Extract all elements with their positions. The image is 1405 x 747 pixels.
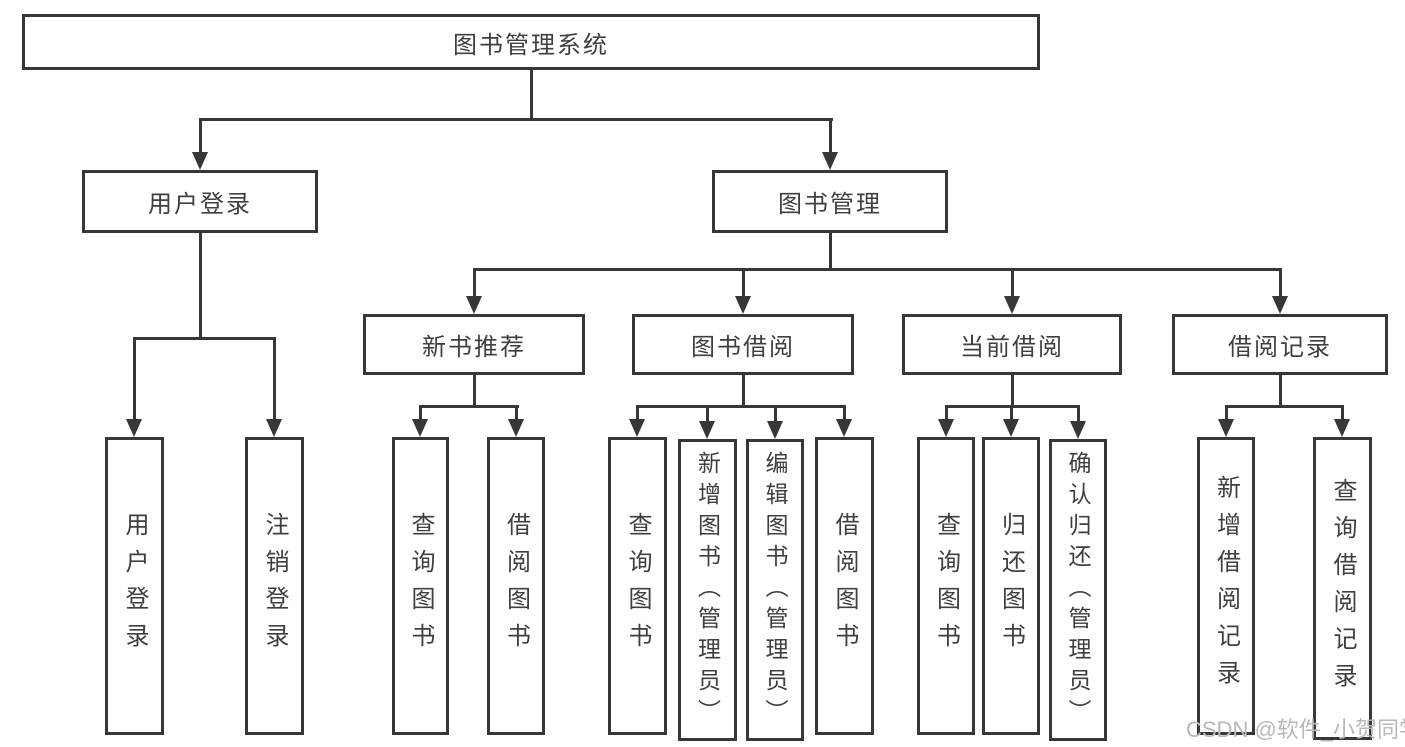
- edge-line: [1279, 375, 1282, 408]
- leaf-label: 新增图书（管理员）: [694, 450, 721, 730]
- edge-line: [1011, 375, 1014, 408]
- leaf-edit-books-admin: 编辑图书（管理员）: [746, 439, 804, 741]
- leaf-label: 借阅图书: [502, 512, 530, 660]
- leaf-add-borrow-record: 新增借阅记录: [1197, 437, 1255, 735]
- arrow-down-icon: [266, 419, 282, 437]
- leaf-label: 用户登录: [121, 512, 148, 660]
- node-book-management: 图书管理: [712, 170, 948, 233]
- node-label: 借阅记录: [1228, 334, 1332, 361]
- arrow-down-icon: [508, 419, 524, 437]
- node-book-borrowing: 图书借阅: [632, 314, 854, 375]
- edge-line: [133, 339, 136, 421]
- leaf-query-books: 查询图书: [917, 437, 975, 735]
- arrow-down-icon: [699, 421, 715, 439]
- leaf-label: 编辑图书（管理员）: [762, 450, 788, 730]
- edge-line: [530, 69, 533, 120]
- node-label: 图书借阅: [691, 334, 795, 361]
- watermark: CSDN @软件_小贺同学: [1186, 717, 1405, 742]
- edge-line: [1225, 407, 1228, 421]
- arrow-down-icon: [1334, 419, 1350, 437]
- arrow-down-icon: [938, 419, 954, 437]
- node-label: 当前借阅: [960, 334, 1064, 361]
- edge-line: [1341, 407, 1344, 421]
- arrow-down-icon: [126, 419, 142, 437]
- arrow-down-icon: [466, 296, 482, 314]
- node-new-book-recommendation: 新书推荐: [363, 314, 585, 375]
- edge-line: [742, 375, 745, 408]
- leaf-query-books: 查询图书: [392, 437, 449, 735]
- edge-line: [473, 270, 476, 298]
- edge-line: [1225, 405, 1344, 408]
- arrow-down-icon: [1218, 419, 1234, 437]
- leaf-label: 注销登录: [261, 512, 288, 660]
- leaf-label: 查询图书: [932, 512, 960, 660]
- edge-line: [199, 233, 202, 339]
- edge-line: [1279, 270, 1282, 298]
- leaf-label: 查询图书: [624, 512, 651, 660]
- leaf-query-books: 查询图书: [608, 437, 667, 735]
- edge-line: [273, 339, 276, 421]
- edge-line: [199, 120, 202, 154]
- edge-line: [636, 407, 639, 421]
- leaf-query-borrow-record: 查询借阅记录: [1313, 437, 1372, 740]
- leaf-confirm-return-admin: 确认归还（管理员）: [1049, 439, 1107, 741]
- node-label: 图书管理系统: [453, 31, 609, 59]
- edge-line: [829, 233, 832, 271]
- edge-line: [945, 405, 1080, 408]
- arrow-down-icon: [767, 421, 783, 439]
- edge-line: [419, 407, 422, 421]
- edge-line: [742, 270, 745, 298]
- leaf-label: 新增借阅记录: [1212, 475, 1240, 697]
- leaf-return-books: 归还图书: [982, 437, 1040, 735]
- edge-line: [706, 407, 709, 423]
- node-label: 图书管理: [778, 191, 882, 218]
- edge-line: [473, 268, 1282, 271]
- edge-line: [829, 120, 832, 154]
- edge-line: [515, 407, 518, 421]
- leaf-add-books-admin: 新增图书（管理员）: [678, 439, 737, 741]
- arrow-down-icon: [735, 296, 751, 314]
- leaf-user-login: 用户登录: [105, 437, 164, 735]
- leaf-label: 查询图书: [407, 512, 434, 660]
- leaf-borrow-books: 借阅图书: [815, 437, 874, 735]
- node-library-management-system: 图书管理系统: [22, 14, 1040, 70]
- edge-line: [636, 405, 846, 408]
- arrow-down-icon: [836, 419, 852, 437]
- edge-line: [843, 407, 846, 421]
- edge-line: [945, 407, 948, 421]
- edge-line: [473, 375, 476, 408]
- arrow-down-icon: [1004, 296, 1020, 314]
- node-label: 用户登录: [148, 191, 252, 218]
- arrow-down-icon: [629, 419, 645, 437]
- arrow-down-icon: [822, 152, 838, 170]
- arrow-down-icon: [1272, 296, 1288, 314]
- edge-line: [1010, 407, 1013, 421]
- edge-line: [1011, 270, 1014, 298]
- edge-line: [1077, 407, 1080, 423]
- node-borrowing-records: 借阅记录: [1172, 314, 1388, 375]
- leaf-label: 归还图书: [997, 512, 1025, 660]
- edge-line: [419, 405, 519, 408]
- node-label: 新书推荐: [422, 334, 526, 361]
- leaf-logout: 注销登录: [245, 437, 304, 735]
- edge-line: [774, 407, 777, 423]
- node-current-borrowing: 当前借阅: [902, 314, 1122, 375]
- leaf-label: 查询借阅记录: [1329, 477, 1356, 700]
- leaf-label: 确认归还（管理员）: [1065, 450, 1091, 730]
- node-user-login: 用户登录: [82, 170, 318, 233]
- leaf-borrow-books: 借阅图书: [487, 437, 545, 735]
- leaf-label: 借阅图书: [831, 512, 858, 660]
- arrow-down-icon: [192, 152, 208, 170]
- edge-line: [199, 118, 833, 121]
- arrow-down-icon: [1003, 419, 1019, 437]
- arrow-down-icon: [412, 419, 428, 437]
- arrow-down-icon: [1070, 421, 1086, 439]
- edge-line: [133, 337, 276, 340]
